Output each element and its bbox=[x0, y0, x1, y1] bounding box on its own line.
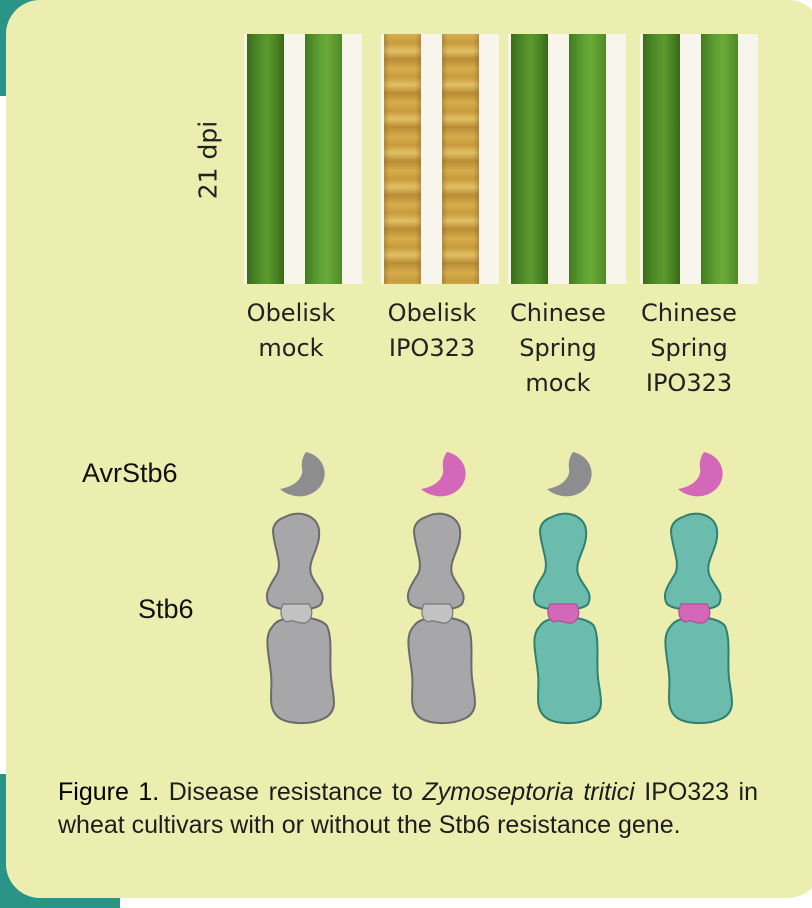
stb6-upper-domain bbox=[534, 514, 590, 610]
protein-group-1 bbox=[267, 452, 334, 723]
avrstb6-effector bbox=[547, 452, 592, 496]
caption-figure-label: Figure 1. bbox=[58, 778, 159, 806]
stb6-lower-domain bbox=[665, 617, 732, 723]
stb6-lower-domain bbox=[267, 617, 334, 723]
avrstb6-effector bbox=[421, 452, 466, 496]
stb6-upper-domain bbox=[267, 514, 323, 610]
caption-text-before: Disease resistance to bbox=[159, 778, 422, 806]
stb6-upper-domain bbox=[665, 514, 721, 610]
stb6-lower-domain bbox=[534, 617, 601, 723]
stb6-linker bbox=[281, 604, 312, 623]
caption-species: Zymoseptoria tritici bbox=[422, 778, 634, 806]
stb6-lower-domain bbox=[408, 617, 475, 723]
stb6-upper-domain bbox=[408, 514, 464, 610]
stb6-linker bbox=[679, 604, 710, 623]
protein-group-2 bbox=[408, 452, 475, 723]
protein-group-3 bbox=[534, 452, 601, 723]
avrstb6-effector bbox=[280, 452, 325, 496]
figure-caption: Figure 1. Disease resistance to Zymosept… bbox=[58, 776, 758, 841]
protein-group-4 bbox=[665, 452, 732, 723]
avrstb6-effector bbox=[678, 452, 723, 496]
stb6-linker bbox=[422, 604, 453, 623]
stb6-linker bbox=[548, 604, 579, 623]
